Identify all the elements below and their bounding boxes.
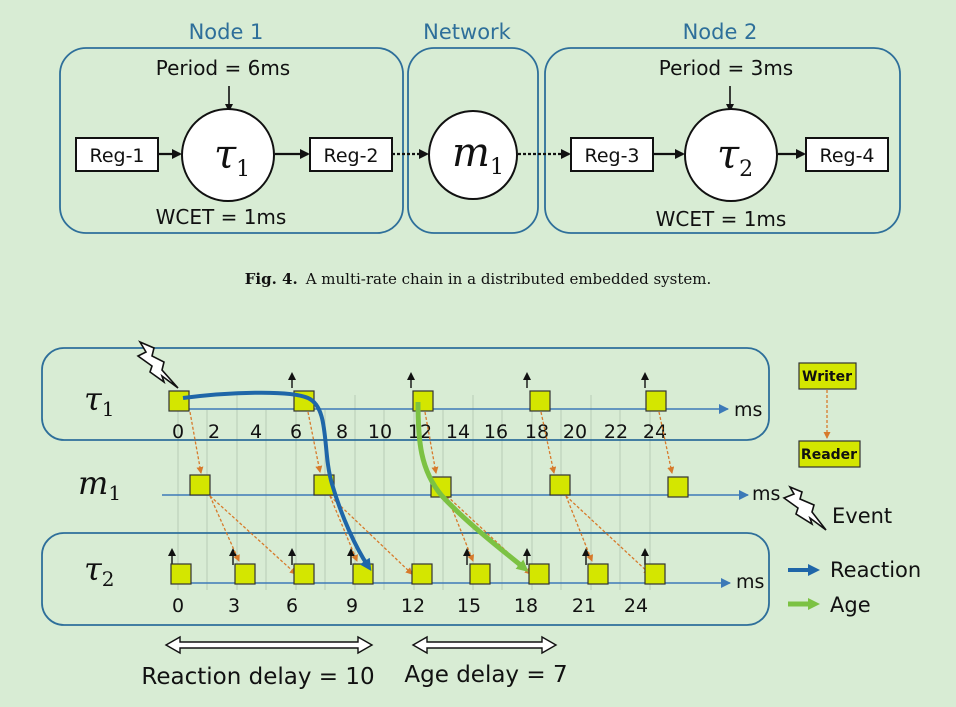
tau1-tick: 2 (208, 421, 220, 443)
tau2-job (170, 563, 192, 585)
legend-writer-box (798, 362, 857, 390)
figure-caption: Fig. 4.A multi-rate chain in a distribut… (245, 270, 712, 288)
tau1-tick-labels: 0 2 4 6 8 10 12 14 16 18 20 22 24 (172, 421, 667, 443)
tau2-tick: 0 (172, 595, 184, 617)
tau1-lane-label: τ1 (84, 380, 114, 421)
age-path (415, 401, 529, 572)
legend-reader-box (798, 440, 861, 468)
legend-age-label: Age (830, 593, 871, 617)
tau1-lane-box (41, 347, 770, 441)
period2-label: Period = 3ms (659, 56, 793, 80)
tau1-tick: 14 (446, 421, 470, 443)
tau2-circle (684, 108, 778, 202)
tau1-tick: 10 (368, 421, 392, 443)
reg1-box (75, 137, 159, 172)
tau1-release-arrows (288, 372, 649, 388)
tau2-tick: 9 (346, 595, 358, 617)
event-lightning-icon (136, 340, 179, 389)
node2-box (544, 47, 901, 234)
reaction-delay-label: Reaction delay = 10 (141, 664, 374, 690)
tau2-tick: 6 (286, 595, 298, 617)
reg2-label: Reg-2 (323, 145, 378, 167)
m1-job (189, 474, 211, 496)
tau1-tick: 16 (484, 421, 508, 443)
m1-lane-label: m1 (78, 464, 121, 505)
tau1-tick: 20 (563, 421, 587, 443)
tau1-tick: 22 (604, 421, 628, 443)
tau2-job (528, 563, 550, 585)
node1-box (59, 47, 404, 234)
tau2-tick: 18 (514, 595, 538, 617)
tau1-job (645, 390, 667, 412)
age-delay-label: Age delay = 7 (404, 662, 567, 688)
tau2-tick-labels: 0 3 6 9 12 15 18 21 24 (172, 595, 648, 617)
tau1-circle (181, 108, 275, 202)
tau2-job (587, 563, 609, 585)
tau2-job (234, 563, 256, 585)
network-title: Network (423, 20, 512, 44)
age-delay-double-arrow (411, 635, 558, 655)
legend-writer-label: Writer (802, 369, 852, 385)
legend-reaction-label: Reaction (830, 558, 921, 582)
reaction-path (182, 390, 372, 571)
tau2-tick: 12 (401, 595, 425, 617)
tau1-tick: 4 (250, 421, 262, 443)
tau1-tick: 0 (172, 421, 184, 443)
tau2-job (469, 563, 491, 585)
age-delay-indicator: Age delay = 7 (404, 635, 568, 688)
reg4-box (805, 137, 889, 172)
tau2-tick: 15 (457, 595, 481, 617)
tau2-job (411, 563, 433, 585)
fig4-diagram: Node 1 Network Node 2 Period = 6ms Perio… (59, 20, 901, 288)
timeline-diagram: τ1 m1 τ2 ms ms ms 0 2 4 6 8 10 12 14 16 … (41, 340, 921, 690)
tau2-lane-label: τ2 (84, 550, 114, 591)
m1-job (667, 476, 689, 498)
reg1-label: Reg-1 (89, 145, 144, 167)
reaction-delay-indicator: Reaction delay = 10 (141, 635, 375, 690)
node1-title: Node 1 (189, 20, 264, 44)
tau2-symbol: τ2 (717, 132, 753, 182)
legend-event-icon (782, 485, 827, 531)
tau1-job (529, 390, 551, 412)
m1-axis-unit: ms (752, 483, 780, 505)
legend-reader-label: Reader (801, 447, 857, 463)
node2-title: Node 2 (683, 20, 758, 44)
tau2-lane-box (41, 532, 770, 626)
tau2-job (293, 563, 315, 585)
tau2-release-arrows (168, 548, 649, 565)
m1-circle (428, 110, 518, 200)
period1-label: Period = 6ms (156, 56, 290, 80)
tau2-job (644, 563, 666, 585)
tau2-axis-unit: ms (736, 571, 764, 593)
reaction-delay-double-arrow (164, 635, 374, 655)
tau1-tick: 18 (525, 421, 549, 443)
reg3-label: Reg-3 (584, 145, 639, 167)
tau2-job-boxes (170, 563, 666, 585)
tau1-tick: 24 (643, 421, 667, 443)
tau1-axis-unit: ms (734, 399, 762, 421)
wcet2-label: WCET = 1ms (656, 207, 787, 231)
tau2-tick: 3 (228, 595, 240, 617)
tau1-job (168, 390, 190, 412)
tau2-job (352, 563, 374, 585)
reg4-label: Reg-4 (819, 145, 874, 167)
tau1-tick: 6 (290, 421, 302, 443)
wcet1-label: WCET = 1ms (156, 205, 287, 229)
m1-symbol: m1 (452, 130, 504, 180)
tau1-tick: 8 (336, 421, 348, 443)
tau2-tick: 21 (572, 595, 596, 617)
legend-event-label: Event (832, 504, 892, 528)
network-box (407, 47, 539, 234)
tau2-tick: 24 (624, 595, 648, 617)
tau1-symbol: τ1 (214, 132, 250, 182)
m1-job (549, 474, 571, 496)
